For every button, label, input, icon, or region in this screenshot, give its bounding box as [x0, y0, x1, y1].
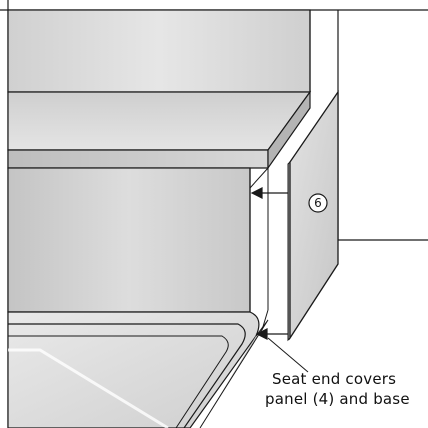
seat-base — [7, 311, 269, 428]
part-number-badge — [308, 193, 328, 213]
lower-panel — [7, 167, 269, 331]
assembly-arrows — [250, 187, 288, 340]
lower-arrow-head — [255, 328, 268, 340]
part-number-label: 6 — [314, 196, 322, 210]
upper-wall-panel — [7, 9, 311, 93]
upper-arrow-head — [250, 187, 263, 199]
callout-text-line-2: panel (4) and base — [265, 390, 410, 408]
countertop — [7, 90, 312, 170]
callout-leader-line — [267, 337, 309, 373]
seat-end-cover-panel — [287, 89, 339, 342]
callout-text-line-1: Seat end covers — [272, 370, 397, 388]
